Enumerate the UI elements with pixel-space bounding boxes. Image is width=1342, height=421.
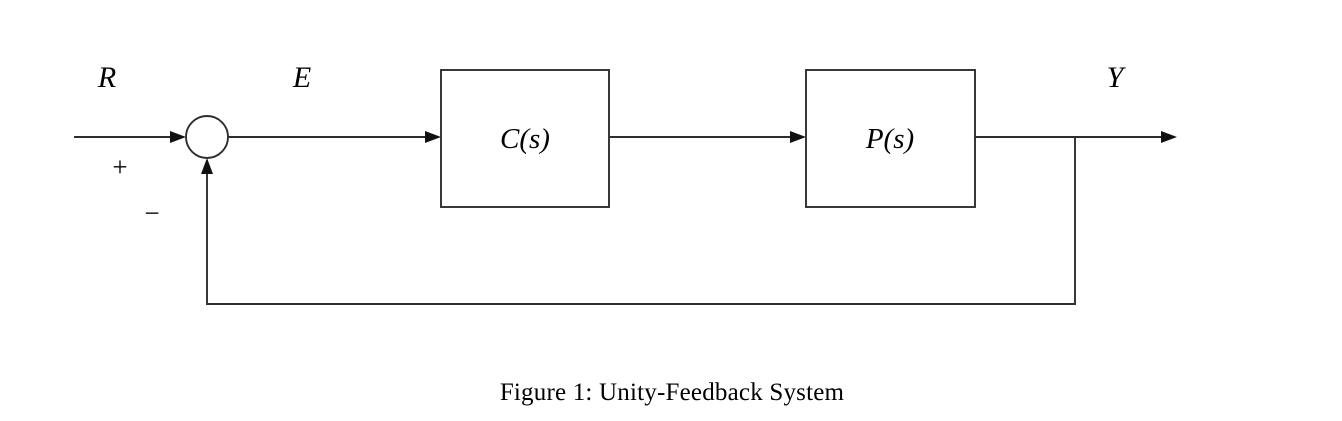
wire-feedback-path [206,137,1076,305]
signal-label-error: E [292,61,311,94]
summing-positive-sign: + [112,152,127,182]
summing-junction[interactable] [185,115,229,159]
summing-negative-sign: − [144,198,159,228]
arrow-up-icon-feedback [201,158,213,174]
block-plant[interactable] [805,69,976,208]
signal-label-reference: R [97,61,116,94]
arrow-right-icon-error [425,131,441,143]
arrow-right-icon-plant-input [790,131,806,143]
block-controller[interactable] [440,69,610,208]
block-controller-label: C(s) [500,123,550,155]
arrow-right-icon-output [1161,131,1177,143]
signal-label-output: Y [1107,61,1127,94]
block-plant-label: P(s) [865,123,914,155]
figure-caption: Figure 1: Unity-Feedback System [500,379,845,406]
arrow-right-icon-reference [170,131,186,143]
